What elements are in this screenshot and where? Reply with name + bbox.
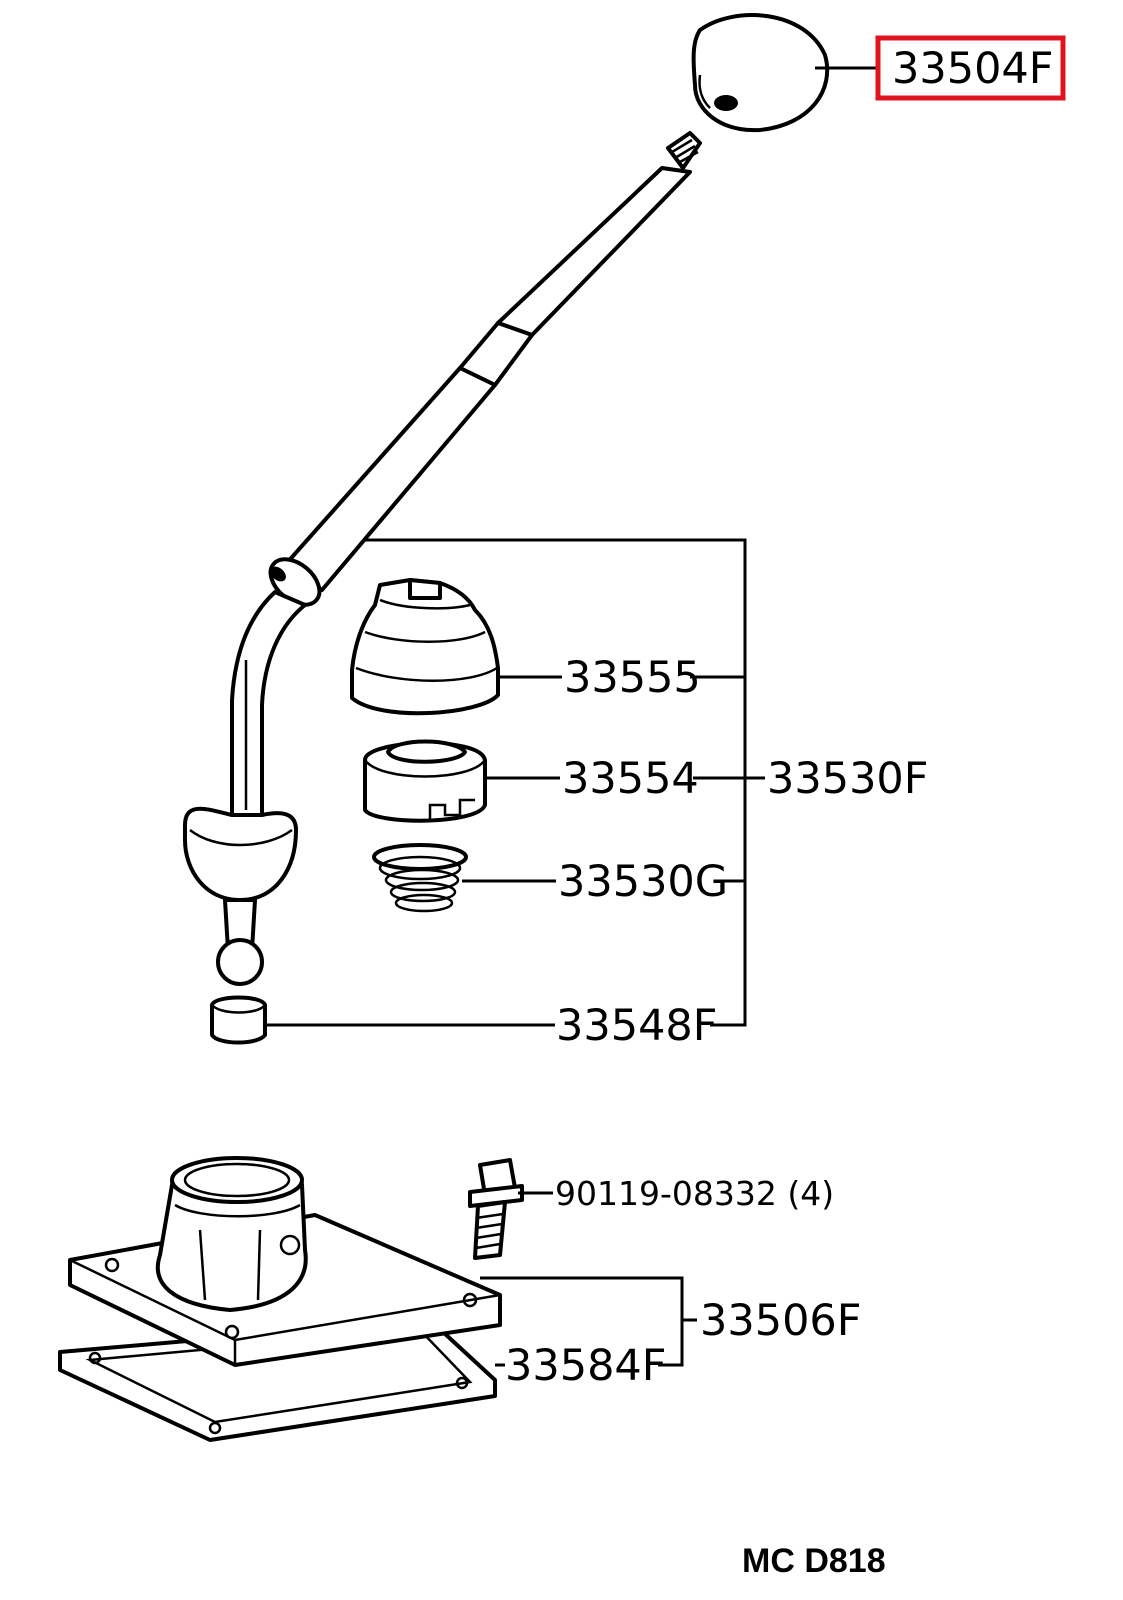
highlight-box (875, 35, 1066, 101)
label-33530G[interactable]: 33530G (558, 857, 728, 907)
label-33554[interactable]: 33554 (562, 754, 699, 804)
diagram-code: MC D818 (742, 1542, 886, 1580)
leader-lines (265, 66, 878, 1367)
label-90119-08332[interactable]: 90119-08332 (4) (555, 1174, 834, 1213)
label-33584F[interactable]: 33584F (505, 1341, 667, 1391)
label-33548F[interactable]: 33548F (556, 1001, 718, 1051)
lever-bushing (210, 995, 267, 1045)
return-spring (372, 843, 468, 913)
label-33555[interactable]: 33555 (564, 653, 701, 703)
label-33506F[interactable]: 33506F (700, 1296, 862, 1346)
shift-lever (183, 131, 702, 986)
shift-knob (691, 13, 830, 133)
retainer-bolt (468, 1158, 524, 1260)
lever-seat (363, 739, 487, 823)
label-33530F[interactable]: 33530F (767, 754, 929, 804)
retainer-gasket (58, 1318, 497, 1442)
label-33504F[interactable]: 33504F (892, 44, 1054, 94)
shift-boot (350, 578, 500, 716)
shift-lever-retainer (68, 1156, 502, 1367)
